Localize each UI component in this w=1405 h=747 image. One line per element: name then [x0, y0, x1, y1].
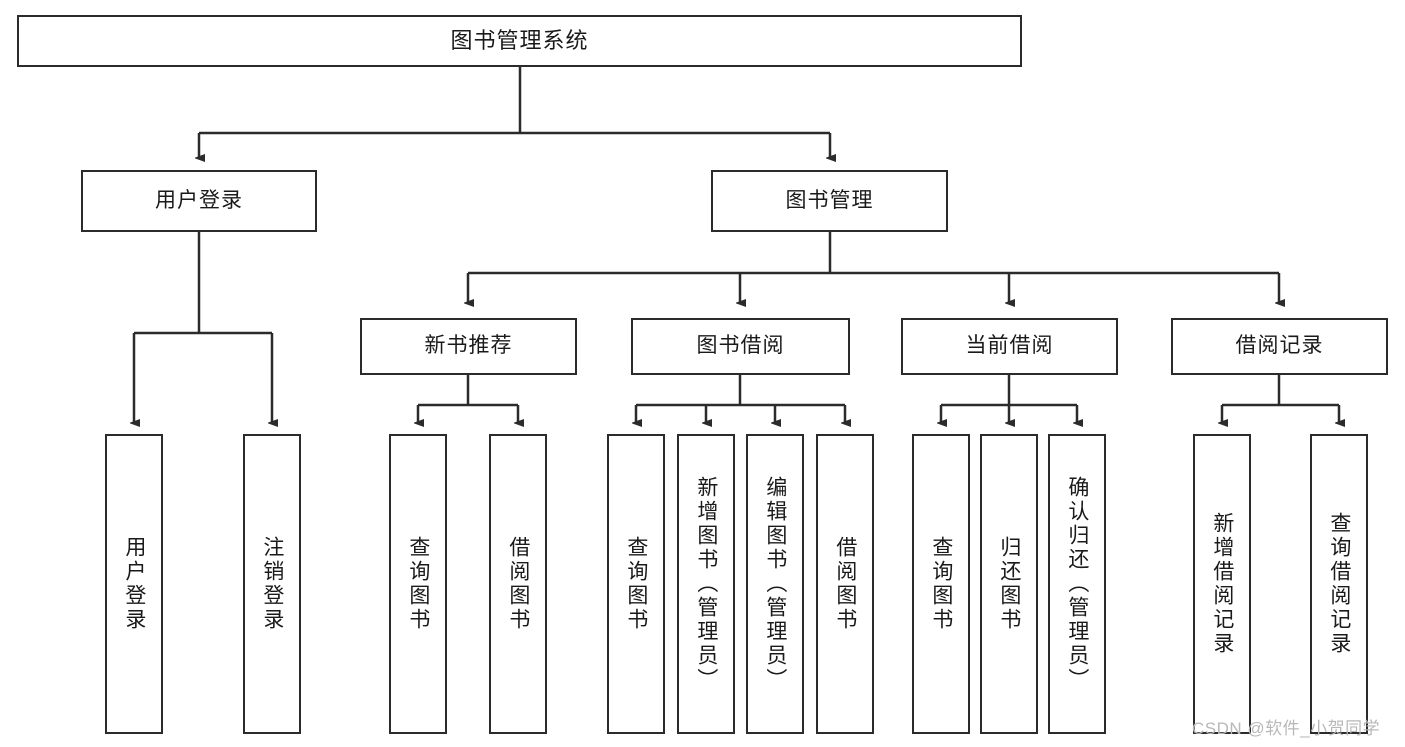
- leaf-query-book-recommend[interactable]: 查询图书: [389, 434, 447, 734]
- leaf-label: 借阅图书: [506, 536, 530, 632]
- node-label: 图书管理: [785, 188, 874, 212]
- leaf-query-borrow-record[interactable]: 查询借阅记录: [1310, 434, 1368, 734]
- node-current-borrow[interactable]: 当前借阅: [901, 318, 1118, 375]
- node-book-management-system[interactable]: 图书管理系统: [17, 15, 1022, 67]
- node-label: 图书借阅: [696, 334, 785, 358]
- leaf-query-book-current[interactable]: 查询图书: [912, 434, 970, 734]
- node-label: 借阅记录: [1235, 334, 1324, 358]
- node-borrow-records[interactable]: 借阅记录: [1171, 318, 1388, 375]
- leaf-return-book[interactable]: 归还图书: [980, 434, 1038, 734]
- node-book-borrow[interactable]: 图书借阅: [631, 318, 850, 375]
- leaf-label: 新增借阅记录: [1210, 512, 1234, 656]
- node-new-book-recommend[interactable]: 新书推荐: [360, 318, 577, 375]
- watermark-text: CSDN @软件_小贺同学: [1192, 719, 1381, 738]
- leaf-confirm-return-admin[interactable]: 确认归还（管理员）: [1048, 434, 1106, 734]
- node-user-login[interactable]: 用户登录: [81, 170, 317, 232]
- node-book-management[interactable]: 图书管理: [711, 170, 948, 232]
- leaf-label: 新增图书（管理员）: [694, 476, 718, 692]
- leaf-add-book-admin[interactable]: 新增图书（管理员）: [677, 434, 735, 734]
- leaf-label: 编辑图书（管理员）: [763, 476, 787, 692]
- leaf-label: 借阅图书: [833, 536, 857, 632]
- leaf-borrow-book-recommend[interactable]: 借阅图书: [489, 434, 547, 734]
- node-label: 当前借阅: [965, 334, 1054, 358]
- leaf-label: 归还图书: [997, 536, 1021, 632]
- leaf-label: 查询图书: [624, 536, 648, 632]
- node-label: 新书推荐: [424, 334, 513, 358]
- leaf-label: 查询借阅记录: [1327, 512, 1351, 656]
- leaf-label: 查询图书: [929, 536, 953, 632]
- leaf-label: 用户登录: [122, 536, 146, 632]
- leaf-query-book-borrow[interactable]: 查询图书: [607, 434, 665, 734]
- leaf-user-login[interactable]: 用户登录: [105, 434, 163, 734]
- leaf-label: 确认归还（管理员）: [1065, 476, 1089, 692]
- leaf-add-borrow-record[interactable]: 新增借阅记录: [1193, 434, 1251, 734]
- leaf-label: 注销登录: [260, 536, 284, 632]
- leaf-label: 查询图书: [406, 536, 430, 632]
- node-label: 用户登录: [155, 188, 243, 212]
- node-label: 图书管理系统: [450, 28, 589, 54]
- leaf-edit-book-admin[interactable]: 编辑图书（管理员）: [746, 434, 804, 734]
- leaf-logout[interactable]: 注销登录: [243, 434, 301, 734]
- leaf-borrow-book[interactable]: 借阅图书: [816, 434, 874, 734]
